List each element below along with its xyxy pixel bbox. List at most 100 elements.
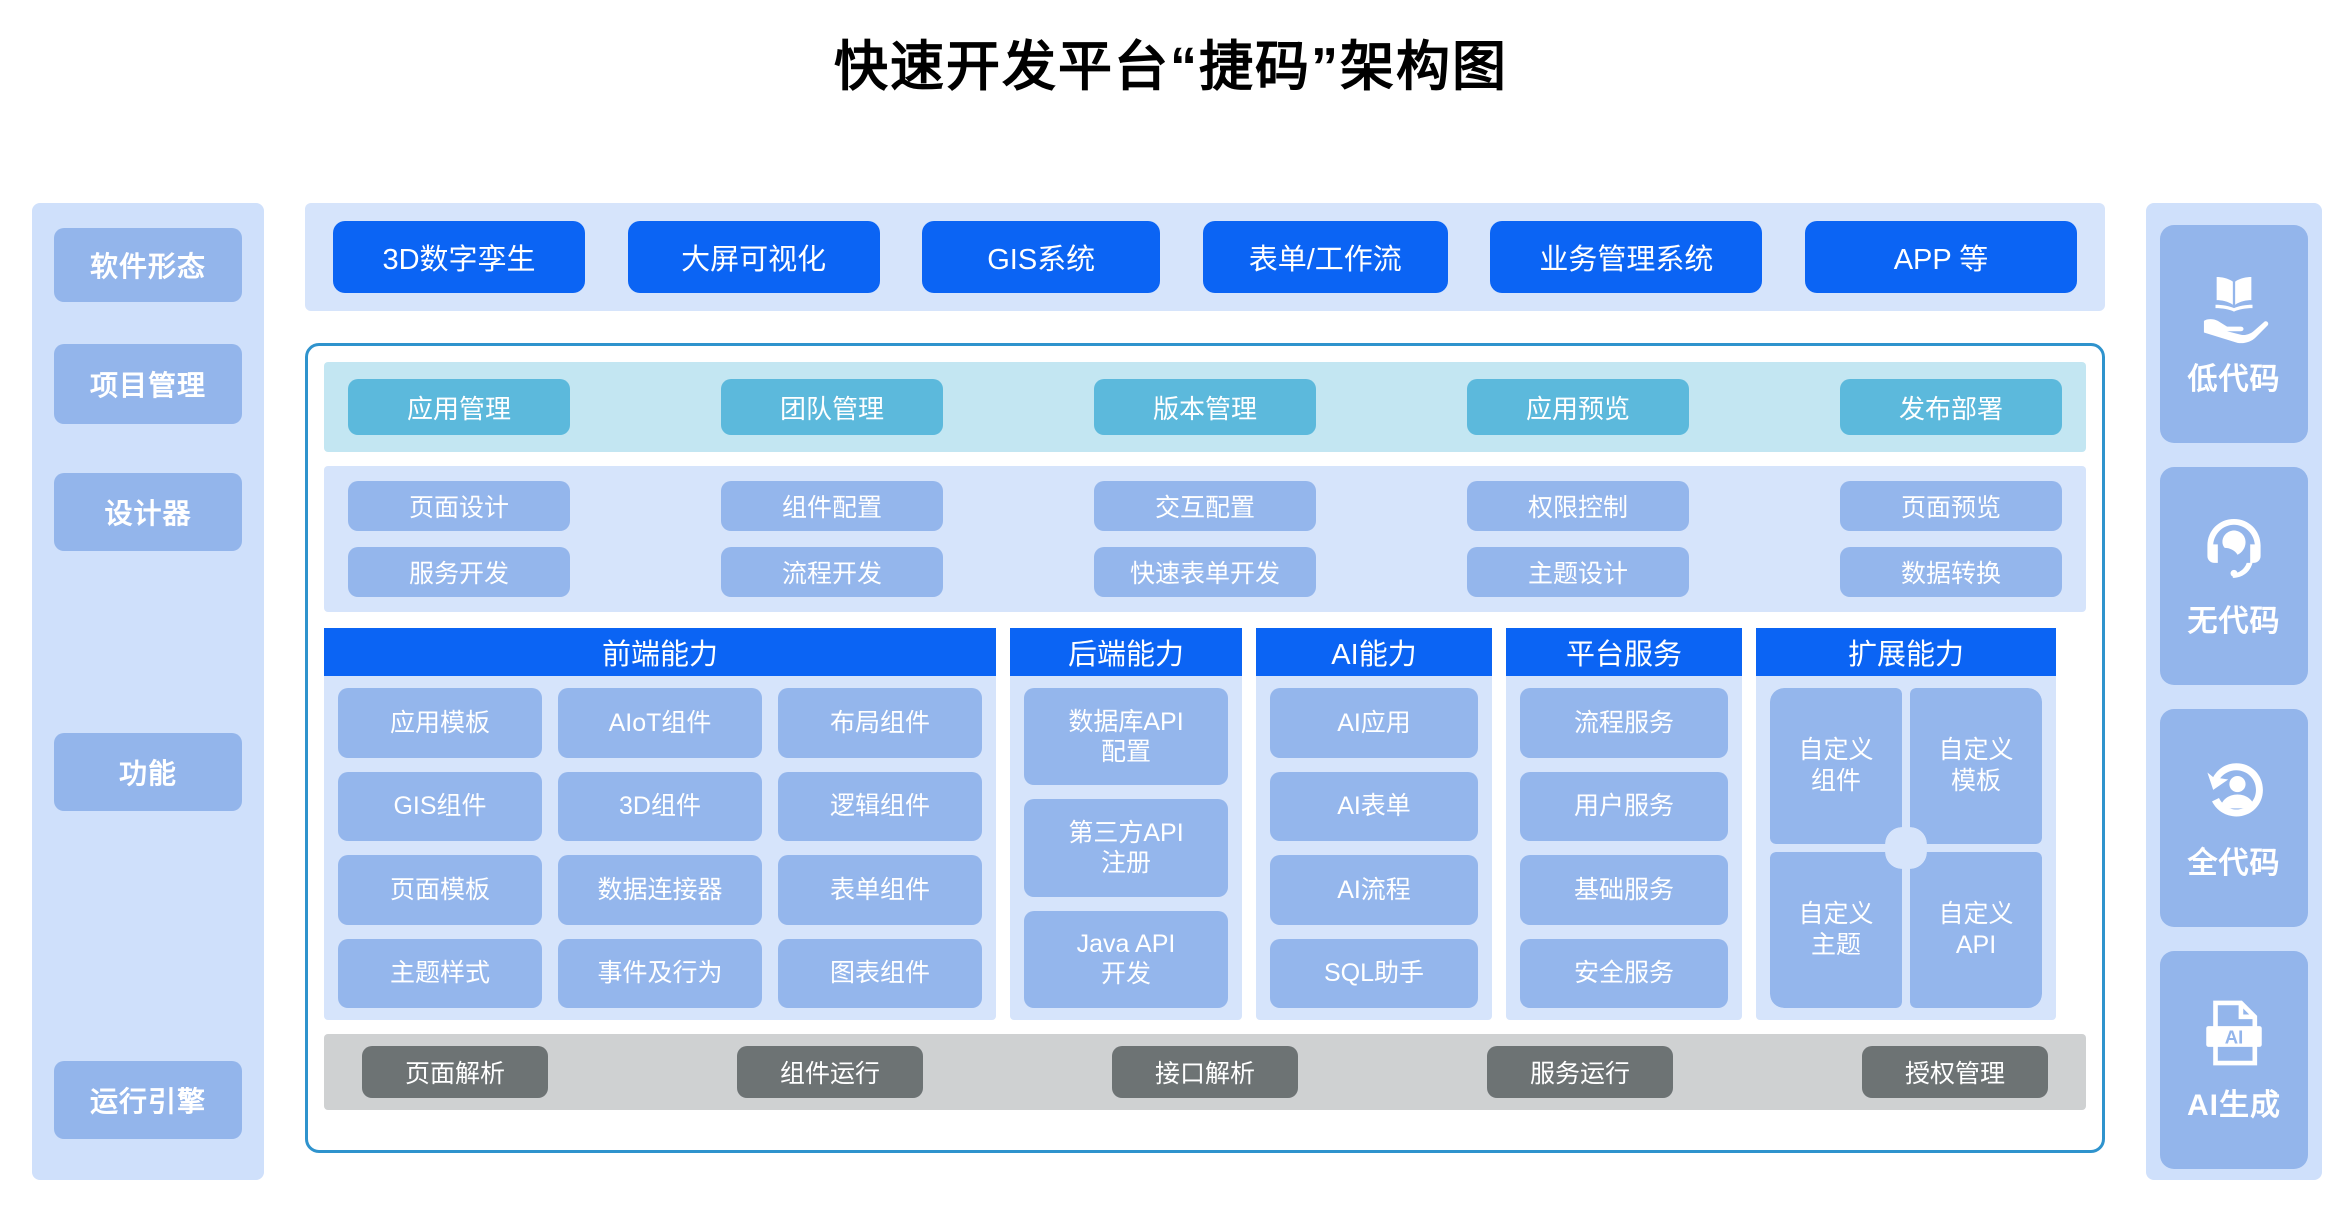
rail-item-runtime-engine[interactable]: 运行引擎 <box>54 1061 242 1139</box>
project-management-chip[interactable]: 团队管理 <box>721 379 943 435</box>
runtime-engine-band: 页面解析 组件运行 接口解析 服务运行 授权管理 <box>324 1034 2086 1110</box>
frontend-tile[interactable]: 事件及行为 <box>558 938 762 1008</box>
right-mode-rail: 低代码 无代码 全代码 <box>2146 203 2322 1180</box>
capability-column-ai: AI能力 AI应用 AI表单 AI流程 SQL助手 <box>1256 628 1492 1020</box>
software-form-chip[interactable]: APP 等 <box>1804 221 2077 293</box>
backend-tile-stack: 数据库API 配置 第三方API 注册 Java API 开发 <box>1024 688 1228 1008</box>
main-column: 3D数字孪生 大屏可视化 GIS系统 表单/工作流 业务管理系统 APP 等 应… <box>305 203 2105 1153</box>
platform-tile[interactable]: 基础服务 <box>1520 855 1728 925</box>
left-category-rail: 软件形态 项目管理 设计器 功能 运行引擎 <box>32 203 264 1180</box>
capability-header: AI能力 <box>1256 628 1492 676</box>
capability-header: 前端能力 <box>324 628 996 676</box>
rail-item-project-management[interactable]: 项目管理 <box>54 344 242 424</box>
designer-band: 页面设计 组件配置 交互配置 权限控制 页面预览 服务开发 流程开发 快速表单开… <box>324 466 2086 612</box>
software-form-chip[interactable]: 3D数字孪生 <box>333 221 585 293</box>
page-title: 快速开发平台“捷码”架构图 <box>834 37 1508 97</box>
extension-tile[interactable]: 自定义 API <box>1910 852 2042 1008</box>
frontend-tile[interactable]: 逻辑组件 <box>778 771 982 841</box>
designer-chip[interactable]: 服务开发 <box>348 547 570 597</box>
project-management-chip[interactable]: 发布部署 <box>1840 379 2062 435</box>
designer-chip[interactable]: 数据转换 <box>1840 547 2062 597</box>
project-management-chip[interactable]: 版本管理 <box>1094 379 1316 435</box>
frontend-tile[interactable]: 页面模板 <box>338 855 542 925</box>
rail-item-designer[interactable]: 设计器 <box>54 473 242 551</box>
mode-label: AI生成 <box>2187 1089 2281 1122</box>
designer-chip[interactable]: 交互配置 <box>1094 481 1316 531</box>
capability-column-backend: 后端能力 数据库API 配置 第三方API 注册 Java API 开发 <box>1010 628 1242 1020</box>
capability-header: 后端能力 <box>1010 628 1242 676</box>
designer-chip[interactable]: 快速表单开发 <box>1094 547 1316 597</box>
capability-body: 流程服务 用户服务 基础服务 安全服务 <box>1506 676 1742 1020</box>
backend-tile[interactable]: 第三方API 注册 <box>1024 799 1228 897</box>
designer-chip[interactable]: 权限控制 <box>1467 481 1689 531</box>
software-form-chip[interactable]: 业务管理系统 <box>1490 221 1763 293</box>
runtime-chip[interactable]: 授权管理 <box>1862 1046 2048 1098</box>
ai-tile[interactable]: AI应用 <box>1270 688 1478 758</box>
capability-body: 数据库API 配置 第三方API 注册 Java API 开发 <box>1010 676 1242 1020</box>
capability-header: 扩展能力 <box>1756 628 2056 676</box>
frontend-tile[interactable]: 表单组件 <box>778 855 982 925</box>
software-forms-band: 3D数字孪生 大屏可视化 GIS系统 表单/工作流 业务管理系统 APP 等 <box>305 203 2105 311</box>
frontend-tile[interactable]: 主题样式 <box>338 938 542 1008</box>
runtime-chip[interactable]: 页面解析 <box>362 1046 548 1098</box>
capability-body: AI应用 AI表单 AI流程 SQL助手 <box>1256 676 1492 1020</box>
ai-tile[interactable]: AI流程 <box>1270 855 1478 925</box>
extension-tile[interactable]: 自定义 主题 <box>1770 852 1902 1008</box>
ai-tile[interactable]: SQL助手 <box>1270 938 1478 1008</box>
mode-card-low-code[interactable]: 低代码 <box>2160 225 2308 443</box>
software-form-chip[interactable]: 大屏可视化 <box>627 221 880 293</box>
book-on-hand-icon <box>2197 270 2271 344</box>
project-management-band: 应用管理 团队管理 版本管理 应用预览 发布部署 <box>324 362 2086 452</box>
rail-item-functions[interactable]: 功能 <box>54 733 242 811</box>
frontend-tile[interactable]: 图表组件 <box>778 938 982 1008</box>
rail-item-software-forms[interactable]: 软件形态 <box>54 228 242 302</box>
platform-tile-stack: 流程服务 用户服务 基础服务 安全服务 <box>1520 688 1728 1008</box>
capability-column-platform-services: 平台服务 流程服务 用户服务 基础服务 安全服务 <box>1506 628 1742 1020</box>
frontend-tile[interactable]: 3D组件 <box>558 771 762 841</box>
designer-chip[interactable]: 组件配置 <box>721 481 943 531</box>
mode-label: 全代码 <box>2187 847 2281 880</box>
extension-tile[interactable]: 自定义 组件 <box>1770 688 1902 844</box>
project-management-chip[interactable]: 应用管理 <box>348 379 570 435</box>
capability-column-extension: 扩展能力 自定义 组件 自定义 模板 自定义 主题 自定义 API <box>1756 628 2056 1020</box>
frontend-tile[interactable]: 布局组件 <box>778 688 982 758</box>
frontend-tile[interactable]: AIoT组件 <box>558 688 762 758</box>
platform-tile[interactable]: 流程服务 <box>1520 688 1728 758</box>
capability-body: 自定义 组件 自定义 模板 自定义 主题 自定义 API <box>1756 676 2056 1020</box>
capability-header: 平台服务 <box>1506 628 1742 676</box>
runtime-chip[interactable]: 服务运行 <box>1487 1046 1673 1098</box>
extension-puzzle-grid: 自定义 组件 自定义 模板 自定义 主题 自定义 API <box>1770 688 2042 1008</box>
designer-chip[interactable]: 页面预览 <box>1840 481 2062 531</box>
software-form-chip[interactable]: GIS系统 <box>922 221 1161 293</box>
designer-chip[interactable]: 页面设计 <box>348 481 570 531</box>
capability-column-frontend: 前端能力 应用模板 AIoT组件 布局组件 GIS组件 3D组件 逻辑组件 页面… <box>324 628 996 1020</box>
designer-row-1: 页面设计 组件配置 交互配置 权限控制 页面预览 <box>348 481 2062 531</box>
frontend-tile[interactable]: GIS组件 <box>338 771 542 841</box>
capabilities-row: 前端能力 应用模板 AIoT组件 布局组件 GIS组件 3D组件 逻辑组件 页面… <box>324 628 2086 1020</box>
platform-tile[interactable]: 安全服务 <box>1520 938 1728 1008</box>
frontend-tile-grid: 应用模板 AIoT组件 布局组件 GIS组件 3D组件 逻辑组件 页面模板 数据… <box>338 688 982 1008</box>
platform-tile[interactable]: 用户服务 <box>1520 771 1728 841</box>
backend-tile[interactable]: 数据库API 配置 <box>1024 688 1228 786</box>
designer-row-2: 服务开发 流程开发 快速表单开发 主题设计 数据转换 <box>348 547 2062 597</box>
ai-file-icon: AI <box>2197 996 2271 1070</box>
runtime-chip[interactable]: 接口解析 <box>1112 1046 1298 1098</box>
designer-chip[interactable]: 流程开发 <box>721 547 943 597</box>
mode-label: 无代码 <box>2187 605 2281 638</box>
mode-label: 低代码 <box>2187 363 2281 396</box>
backend-tile[interactable]: Java API 开发 <box>1024 910 1228 1008</box>
person-refresh-icon <box>2197 754 2271 828</box>
mode-card-ai-generate[interactable]: AI AI生成 <box>2160 951 2308 1169</box>
frontend-tile[interactable]: 应用模板 <box>338 688 542 758</box>
frontend-tile[interactable]: 数据连接器 <box>558 855 762 925</box>
extension-tile[interactable]: 自定义 模板 <box>1910 688 2042 844</box>
ai-tile[interactable]: AI表单 <box>1270 771 1478 841</box>
software-form-chip[interactable]: 表单/工作流 <box>1202 221 1448 293</box>
designer-chip[interactable]: 主题设计 <box>1467 547 1689 597</box>
mode-card-full-code[interactable]: 全代码 <box>2160 709 2308 927</box>
mode-card-no-code[interactable]: 无代码 <box>2160 467 2308 685</box>
ai-tile-stack: AI应用 AI表单 AI流程 SQL助手 <box>1270 688 1478 1008</box>
project-management-chip[interactable]: 应用预览 <box>1467 379 1689 435</box>
runtime-chip[interactable]: 组件运行 <box>737 1046 923 1098</box>
